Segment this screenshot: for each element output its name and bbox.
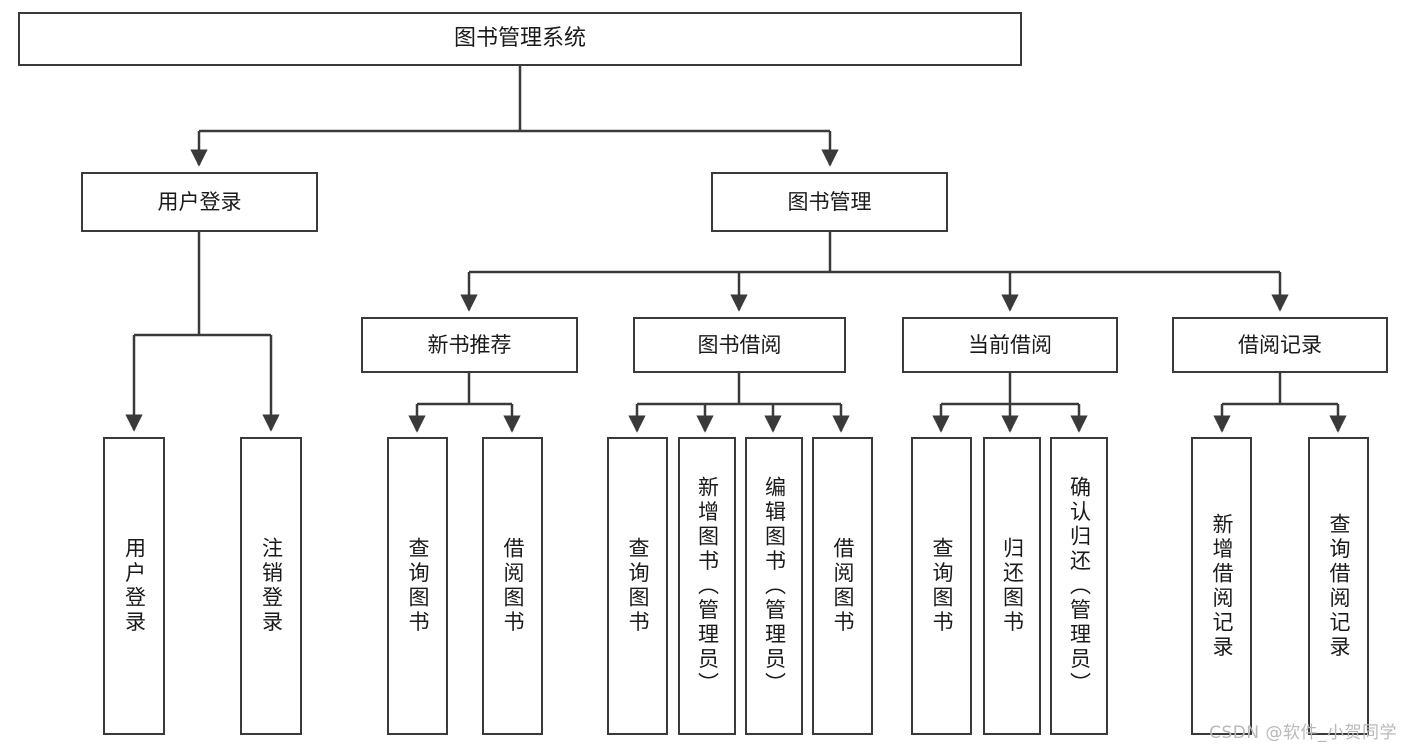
node-user-login[interactable]: 用户登录 <box>81 172 318 232</box>
node-label: 借阅记录 <box>1238 332 1322 357</box>
node-label: 注销登录 <box>259 537 284 635</box>
node-label: 新书推荐 <box>427 332 512 357</box>
node-label: 图书管理 <box>787 189 872 214</box>
node-label: 新增借阅记录 <box>1210 512 1234 660</box>
node-current-borrow[interactable]: 当前借阅 <box>902 317 1118 373</box>
node-label: 当前借阅 <box>968 332 1052 357</box>
node-label: 确认归还（管理员） <box>1067 475 1092 697</box>
node-borrow-record[interactable]: 借阅记录 <box>1172 317 1388 373</box>
node-label: 查询借阅记录 <box>1327 512 1351 660</box>
node-label: 用户登录 <box>157 189 242 214</box>
node-label: 用户登录 <box>122 537 147 635</box>
leaf-borrow-book[interactable]: 借阅图书 <box>812 437 873 735</box>
leaf-query-book-borrow[interactable]: 查询图书 <box>607 437 668 735</box>
leaf-logout-login[interactable]: 注销登录 <box>240 437 302 735</box>
leaf-borrow-book-newbook[interactable]: 借阅图书 <box>482 437 543 735</box>
node-label: 编辑图书（管理员） <box>762 475 787 697</box>
node-label: 借阅图书 <box>501 537 525 635</box>
node-label: 查询图书 <box>930 537 954 635</box>
node-book-management[interactable]: 图书管理 <box>711 172 948 232</box>
node-new-book-recommend[interactable]: 新书推荐 <box>361 317 578 373</box>
node-root-system[interactable]: 图书管理系统 <box>18 12 1022 66</box>
leaf-return-book[interactable]: 归还图书 <box>983 437 1041 735</box>
node-label: 归还图书 <box>1000 537 1025 635</box>
node-label: 新增图书（管理员） <box>695 475 720 697</box>
leaf-query-book-current[interactable]: 查询图书 <box>911 437 972 735</box>
node-label: 查询图书 <box>626 537 650 635</box>
watermark: CSDN @软件_小贺同学 <box>1209 723 1397 743</box>
leaf-add-book-admin[interactable]: 新增图书（管理员） <box>678 437 736 735</box>
leaf-query-book-newbook[interactable]: 查询图书 <box>387 437 448 735</box>
node-label: 图书管理系统 <box>453 26 586 52</box>
node-label: 借阅图书 <box>831 537 855 635</box>
leaf-edit-book-admin[interactable]: 编辑图书（管理员） <box>745 437 803 735</box>
leaf-confirm-return-admin[interactable]: 确认归还（管理员） <box>1050 437 1108 735</box>
node-label: 查询图书 <box>406 537 430 635</box>
node-label: 图书借阅 <box>697 332 782 357</box>
node-book-borrow[interactable]: 图书借阅 <box>633 317 846 373</box>
leaf-user-login[interactable]: 用户登录 <box>103 437 165 735</box>
leaf-add-borrow-record[interactable]: 新增借阅记录 <box>1191 437 1252 735</box>
leaf-query-borrow-record[interactable]: 查询借阅记录 <box>1308 437 1369 735</box>
